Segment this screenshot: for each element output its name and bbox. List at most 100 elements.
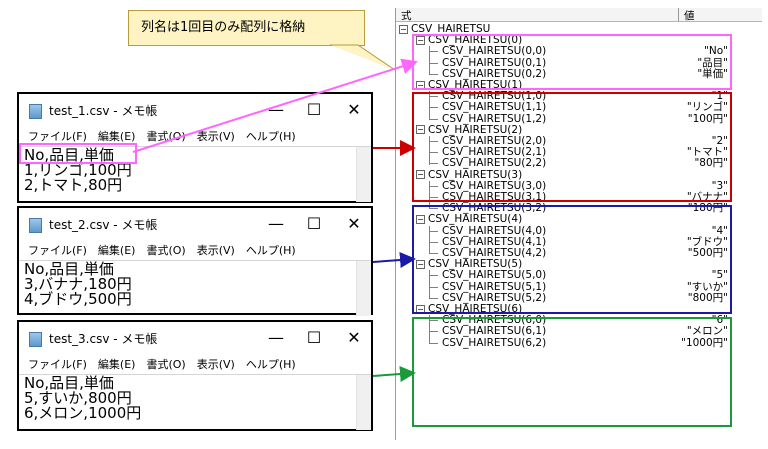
watch-item-row[interactable]: CSV_HAIRETSU(2,0)	[442, 136, 546, 147]
notepad-window-test-3[interactable]: test_3.csv - メモ帳 — ☐ ✕ ファイル(F) 編集(E) 書式(O)…	[17, 320, 373, 431]
notepad-titlebar[interactable]: test_2.csv - メモ帳 — ☐ ✕	[19, 208, 371, 242]
watch-item-row[interactable]: CSV_HAIRETSU(2,2)	[442, 158, 546, 169]
menu-file[interactable]: ファイル(F)	[28, 244, 87, 257]
watch-item-row[interactable]: CSV_HAIRETSU(1,2)	[442, 112, 547, 125]
tree-connector	[429, 241, 438, 243]
minimize-button[interactable]: —	[268, 100, 284, 119]
menu-help[interactable]: ヘルプ(H)	[245, 130, 296, 143]
watch-expression: CSV_HAIRETSU(6,2)	[442, 336, 547, 349]
menu-edit[interactable]: 編集(E)	[97, 244, 136, 257]
close-button[interactable]: ✕	[347, 328, 361, 347]
watch-window[interactable]: 式 値 −CSV_HAIRETSU−CSV_HAIRETSU(0)CSV_HAI…	[395, 8, 762, 440]
notepad-icon	[29, 218, 42, 233]
watch-group-row[interactable]: −CSV_HAIRETSU(0)	[416, 35, 522, 46]
menu-format[interactable]: 書式(O)	[146, 358, 186, 371]
menu-view[interactable]: 表示(V)	[196, 244, 235, 257]
vertical-scrollbar[interactable]	[356, 261, 371, 316]
watch-group-row[interactable]: −CSV_HAIRETSU(5)	[416, 259, 522, 270]
text-line: 6,メロン,1000円	[24, 404, 142, 422]
vertical-scrollbar[interactable]	[356, 147, 371, 202]
menu-format[interactable]: 書式(O)	[146, 244, 186, 257]
watch-item-row[interactable]: CSV_HAIRETSU(5,2)	[442, 291, 547, 304]
notepad-text-area[interactable]: No,品目,単価 3,バナナ,180円 4,ブドウ,500円	[19, 260, 371, 316]
menu-bar: ファイル(F) 編集(E) 書式(O) 表示(V) ヘルプ(H)	[19, 242, 371, 260]
watch-root-row[interactable]: −CSV_HAIRETSU	[399, 24, 490, 35]
notepad-icon	[29, 332, 42, 347]
menu-view[interactable]: 表示(V)	[196, 130, 235, 143]
watch-item-row[interactable]: CSV_HAIRETSU(1,0)	[442, 91, 546, 102]
collapse-toggle-icon[interactable]: −	[399, 24, 408, 34]
maximize-button[interactable]: ☐	[306, 328, 322, 347]
watch-item-row[interactable]: CSV_HAIRETSU(0,1)	[442, 57, 546, 69]
menu-file[interactable]: ファイル(F)	[28, 130, 87, 143]
watch-expression: CSV_HAIRETSU(0,0)	[442, 45, 547, 58]
watch-group-row[interactable]: −CSV_HAIRETSU(4)	[416, 214, 522, 225]
minimize-button[interactable]: —	[268, 328, 284, 347]
menu-file[interactable]: ファイル(F)	[28, 358, 87, 371]
vertical-scrollbar[interactable]	[356, 375, 371, 430]
notepad-title: test_2.csv - メモ帳	[49, 218, 158, 232]
collapse-toggle-icon[interactable]: −	[416, 35, 425, 45]
menu-edit[interactable]: 編集(E)	[97, 130, 136, 143]
watch-expression: CSV_HAIRETSU(1,2)	[442, 112, 547, 125]
collapse-toggle-icon[interactable]: −	[416, 214, 425, 224]
column-separator[interactable]	[678, 8, 679, 21]
watch-item-row[interactable]: CSV_HAIRETSU(4,2)	[442, 248, 546, 259]
watch-expression: CSV_HAIRETSU(5,2)	[442, 291, 547, 304]
tree-connector	[429, 46, 430, 75]
watch-item-row[interactable]: CSV_HAIRETSU(3,2)	[442, 203, 546, 214]
watch-expression: CSV_HAIRETSU(1)	[428, 79, 523, 91]
watch-item-row[interactable]: CSV_HAIRETSU(4,1)	[442, 236, 546, 248]
watch-item-row[interactable]: CSV_HAIRETSU(4,0)	[442, 225, 546, 237]
watch-item-row[interactable]: CSV_HAIRETSU(5,1)	[442, 280, 547, 293]
notepad-titlebar[interactable]: test_1.csv - メモ帳 — ☐ ✕	[19, 94, 371, 128]
watch-value: "リンゴ"	[686, 101, 728, 114]
maximize-button[interactable]: ☐	[306, 100, 322, 119]
menu-format[interactable]: 書式(O)	[146, 130, 186, 143]
watch-item-row[interactable]: CSV_HAIRETSU(6,1)	[442, 326, 546, 337]
watch-value: "No"	[704, 45, 728, 58]
menu-view[interactable]: 表示(V)	[196, 358, 235, 371]
watch-item-row[interactable]: CSV_HAIRETSU(3,0)	[442, 180, 546, 192]
tree-connector	[429, 96, 438, 98]
watch-expression: CSV_HAIRETSU(1,1)	[442, 101, 547, 114]
notepad-titlebar[interactable]: test_3.csv - メモ帳 — ☐ ✕	[19, 322, 371, 356]
tree-connector	[429, 315, 430, 344]
watch-item-row[interactable]: CSV_HAIRETSU(0,2)	[442, 68, 546, 80]
maximize-button[interactable]: ☐	[306, 214, 322, 233]
collapse-toggle-icon[interactable]: −	[416, 170, 425, 180]
minimize-button[interactable]: —	[268, 214, 284, 233]
menu-help[interactable]: ヘルプ(H)	[245, 358, 296, 371]
close-button[interactable]: ✕	[347, 100, 361, 119]
watch-item-row[interactable]: CSV_HAIRETSU(1,1)	[442, 102, 546, 113]
watch-expression: CSV_HAIRETSU(3,1)	[442, 191, 547, 203]
collapse-toggle-icon[interactable]: −	[416, 125, 425, 135]
text-line: 3,バナナ,180円	[24, 275, 132, 293]
expression-column-header[interactable]: 式	[401, 10, 412, 22]
menu-edit[interactable]: 編集(E)	[97, 358, 136, 371]
watch-group-row[interactable]: −CSV_HAIRETSU(3)	[416, 169, 522, 181]
notepad-text-area[interactable]: No,品目,単価 5,すいか,800円 6,メロン,1000円	[19, 374, 371, 430]
text-line: No,品目,単価	[24, 374, 114, 392]
notepad-icon	[29, 104, 42, 119]
tree-connector	[429, 136, 430, 165]
collapse-toggle-icon[interactable]: −	[416, 259, 425, 269]
tree-connector	[429, 297, 438, 299]
watch-item-row[interactable]: CSV_HAIRETSU(6,2)	[442, 336, 547, 349]
watch-item-row[interactable]: CSV_HAIRETSU(6,0)	[442, 315, 546, 326]
watch-item-row[interactable]: CSV_HAIRETSU(5,0)	[442, 270, 546, 281]
menu-help[interactable]: ヘルプ(H)	[245, 244, 296, 257]
tree-connector	[429, 62, 438, 64]
watch-value: "品目"	[697, 56, 728, 69]
watch-item-row[interactable]: CSV_HAIRETSU(0,0)	[442, 46, 546, 57]
value-column-header[interactable]: 値	[684, 10, 695, 22]
watch-value: "100円"	[687, 112, 728, 125]
tree-connector	[429, 118, 438, 120]
watch-group-row[interactable]: −CSV_HAIRETSU(2)	[416, 124, 522, 136]
watch-expression: CSV_HAIRETSU(5,1)	[442, 280, 547, 293]
watch-item-row[interactable]: CSV_HAIRETSU(3,1)	[442, 192, 546, 203]
notepad-window-test-2[interactable]: test_2.csv - メモ帳 — ☐ ✕ ファイル(F) 編集(E) 書式(O)…	[17, 206, 373, 316]
notepad-title: test_1.csv - メモ帳	[49, 104, 158, 118]
close-button[interactable]: ✕	[347, 214, 361, 233]
watch-item-row[interactable]: CSV_HAIRETSU(2,1)	[442, 147, 546, 158]
